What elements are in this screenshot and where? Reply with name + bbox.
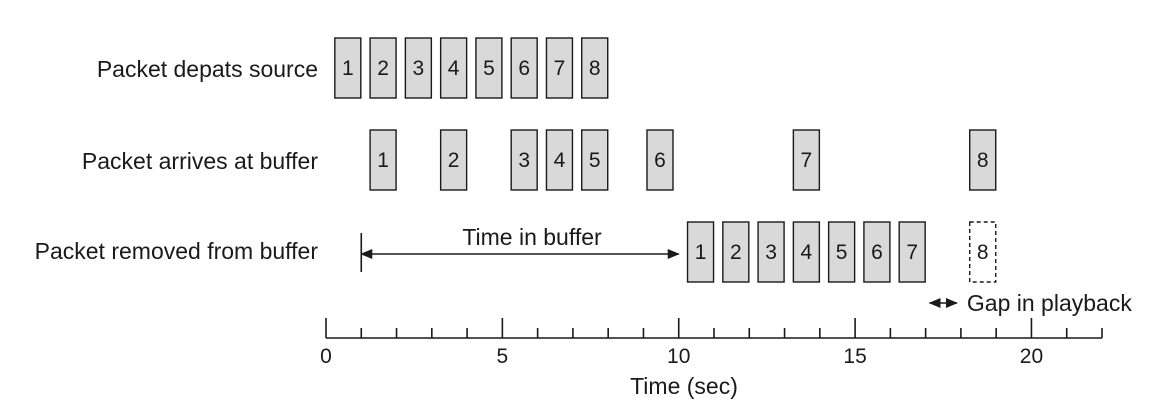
time-axis: Time (sec) 0 5 10 15 20 [320, 318, 1103, 399]
packet-number-arrives-4: 4 [554, 149, 566, 172]
packet-number-departs-5: 5 [483, 57, 495, 80]
packet-number-removed-7: 7 [906, 241, 918, 264]
packet-box-arrives-3 [510, 129, 538, 191]
packet-number-removed-6: 6 [871, 241, 883, 264]
packet-box-arrives-6 [646, 129, 674, 191]
packet-number-departs-8: 8 [589, 57, 601, 80]
packet-box-departs-6 [510, 37, 538, 99]
packet-box-arrives-1 [369, 129, 397, 191]
packet-box-departs-5 [475, 37, 503, 99]
gap-in-playback-label: Gap in playback [967, 290, 1132, 316]
packet-number-arrives-2: 2 [448, 149, 460, 172]
packet-box-removed-7 [898, 221, 926, 283]
packet-box-removed-3 [757, 221, 785, 283]
packet-number-removed-5: 5 [836, 241, 848, 264]
packet-box-removed-8 [969, 221, 997, 283]
packet-box-departs-7 [545, 37, 574, 99]
packet-box-departs-4 [439, 37, 468, 99]
packet-number-departs-1: 1 [342, 57, 354, 80]
packet-number-removed-1: 1 [695, 241, 707, 264]
packet-box-removed-6 [863, 221, 891, 283]
packet-number-departs-4: 4 [448, 57, 460, 80]
packet-number-arrives-3: 3 [518, 149, 530, 172]
packet-number-removed-3: 3 [765, 241, 777, 264]
packet-number-removed-2: 2 [730, 241, 742, 264]
packet-number-departs-2: 2 [377, 57, 389, 80]
packet-box-removed-2 [722, 221, 750, 283]
packet-box-departs-2 [369, 37, 397, 99]
packet-number-arrives-7: 7 [801, 149, 813, 172]
packet-number-departs-7: 7 [554, 57, 566, 80]
axis-tick-label-0: 0 [320, 345, 332, 368]
packet-box-departs-1 [334, 37, 362, 99]
axis-tick-label-20: 20 [1020, 345, 1043, 368]
packet-box-departs-3 [404, 37, 433, 99]
packet-box-arrives-5 [581, 129, 609, 191]
packet-number-departs-3: 3 [413, 57, 425, 80]
packet-number-removed-8: 8 [977, 241, 989, 264]
packet-box-arrives-8 [969, 129, 997, 191]
packet-box-departs-8 [581, 37, 609, 99]
packet-box-removed-5 [827, 221, 856, 283]
row-label-departs: Packet depats source [96, 56, 318, 82]
packet-number-arrives-5: 5 [589, 149, 601, 172]
time-in-buffer-label: Time in buffer [462, 224, 602, 250]
annotation-layer: Time in buffer Gap in playback [360, 224, 1132, 316]
packet-number-removed-4: 4 [801, 241, 813, 264]
axis-tick-label-10: 10 [667, 345, 690, 368]
axis-tick-label-15: 15 [843, 345, 866, 368]
packet-box-arrives-7 [792, 129, 821, 191]
packet-box-arrives-4 [545, 129, 574, 191]
row-label-removed: Packet removed from buffer [34, 238, 318, 264]
row-label-arrives: Packet arrives at buffer [81, 148, 318, 174]
time-axis-title: Time (sec) [630, 373, 738, 399]
packet-box-arrives-2 [439, 129, 468, 191]
packet-number-departs-6: 6 [518, 57, 530, 80]
packet-number-arrives-8: 8 [977, 149, 989, 172]
packet-number-arrives-6: 6 [654, 149, 666, 172]
axis-tick-label-5: 5 [497, 345, 509, 368]
packet-box-removed-4 [792, 221, 821, 283]
packet-number-arrives-1: 1 [377, 149, 389, 172]
packet-box-removed-1 [686, 221, 715, 283]
